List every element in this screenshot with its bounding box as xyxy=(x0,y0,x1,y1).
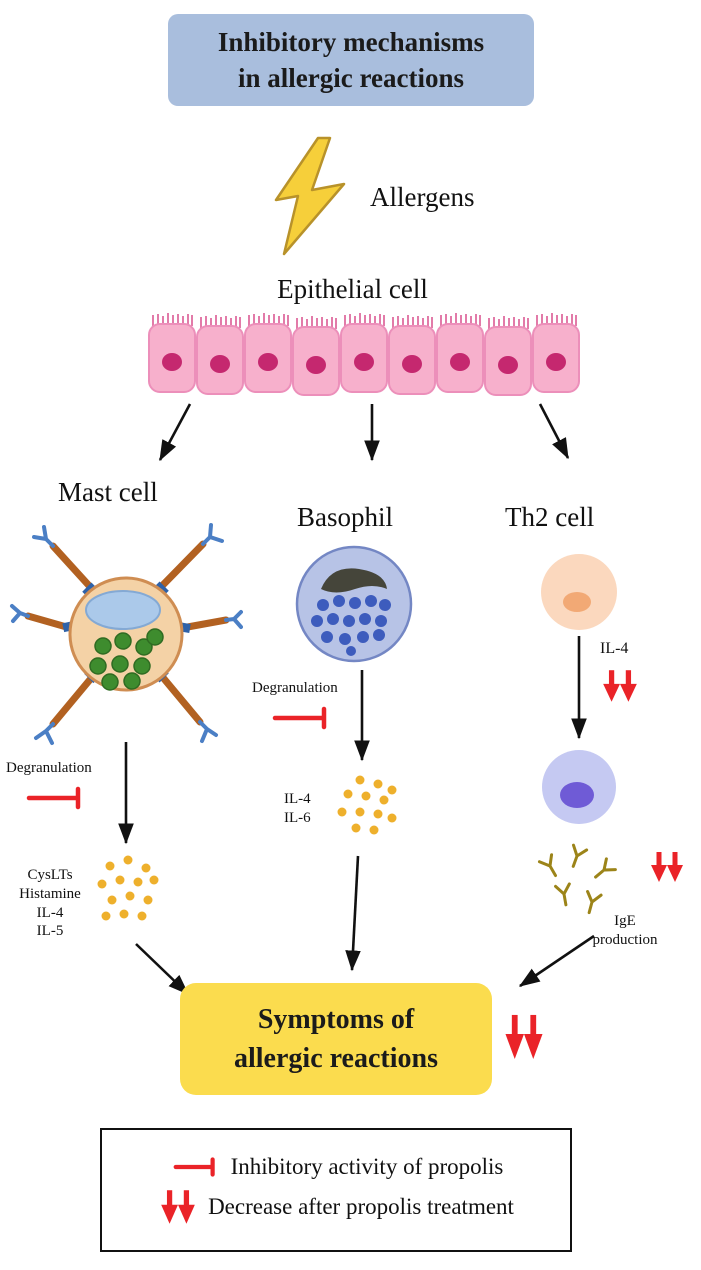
lightning-bolt-icon xyxy=(274,136,346,256)
basophil-illustration xyxy=(295,545,413,663)
symptoms-line-2: allergic reactions xyxy=(234,1043,438,1074)
mediator-item: CysLTs xyxy=(27,867,73,883)
title-line-2: in allergic reactions xyxy=(238,63,464,93)
mast-mediator-granules xyxy=(97,855,159,921)
ige-receptor-icons xyxy=(10,523,243,745)
basophil-degranulation-label: Degranulation xyxy=(252,680,338,696)
arrow-mast-mediators-to-symptoms xyxy=(135,943,189,995)
il4-label: IL-4 xyxy=(600,640,629,657)
arrow-epithelium-to-th2 xyxy=(538,403,570,460)
mediator-item: IL-5 xyxy=(36,923,64,940)
inhibition-icon xyxy=(272,706,327,730)
legend-decrease-label: Decrease after propolis treatment xyxy=(208,1194,514,1219)
legend-box: Inhibitory activity of propolis Decrease… xyxy=(100,1128,572,1252)
basophil-label: Basophil xyxy=(297,502,394,532)
basophil-granules-inner xyxy=(311,595,391,656)
arrow-epithelium-to-mast xyxy=(158,403,192,462)
double-down-arrow-icon xyxy=(505,1014,543,1060)
basophil-nucleus xyxy=(321,568,387,593)
mediator-item: IL-4 xyxy=(284,791,311,807)
title-line-1: Inhibitory mechanisms xyxy=(217,26,485,57)
th2-nucleus xyxy=(563,592,591,612)
mast-cell-illustration xyxy=(10,523,243,745)
mediator-item: IL-6 xyxy=(284,809,311,826)
th2-cell-label: Th2 cell xyxy=(505,502,595,532)
allergens-label: Allergens xyxy=(370,182,475,212)
double-down-arrow-icon xyxy=(603,670,637,702)
basophil-mediators-list: IL-4 IL-6 xyxy=(284,790,328,828)
inhibition-icon xyxy=(173,1157,215,1177)
mediator-item: IL-4 xyxy=(36,904,64,921)
symptoms-line-1: Symptoms of xyxy=(257,1003,415,1035)
title-box: Inhibitory mechanisms in allergic reacti… xyxy=(168,14,534,106)
inhibition-icon xyxy=(26,786,81,810)
mast-granules xyxy=(89,628,164,691)
mast-degranulation-label: Degranulation xyxy=(6,760,92,776)
th2-cell-illustration xyxy=(541,554,617,630)
legend-row-inhibition: Inhibitory activity of propolis xyxy=(169,1154,504,1180)
double-down-arrow-icon xyxy=(651,852,683,882)
b-cell-nucleus xyxy=(560,782,594,808)
ige-label-line-2: production xyxy=(592,931,658,948)
antibody-icons xyxy=(537,843,617,915)
legend-row-decrease: Decrease after propolis treatment xyxy=(158,1188,514,1226)
b-cell-illustration xyxy=(542,750,616,824)
legend-inhibitory-label: Inhibitory activity of propolis xyxy=(230,1154,504,1179)
arrow-ige-to-symptoms xyxy=(518,934,595,988)
epithelial-cell-label: Epithelial cell xyxy=(277,274,428,304)
mediator-item: Histamine xyxy=(19,885,81,902)
ige-production-label: IgE production xyxy=(585,912,665,950)
double-down-arrow-icon xyxy=(161,1190,195,1224)
epithelium-illustration xyxy=(148,312,580,396)
symptoms-box: Symptoms of allergic reactions xyxy=(180,983,492,1095)
basophil-mediator-granules xyxy=(337,775,397,835)
ige-label-line-1: IgE xyxy=(614,913,636,929)
th2-body xyxy=(541,554,617,630)
mast-mediators-list: CysLTs Histamine IL-4 IL-5 xyxy=(8,866,92,941)
mast-nucleus xyxy=(85,590,161,630)
arrow-basophil-mediators-to-symptoms xyxy=(345,855,361,972)
mast-cell-label: Mast cell xyxy=(58,477,158,507)
